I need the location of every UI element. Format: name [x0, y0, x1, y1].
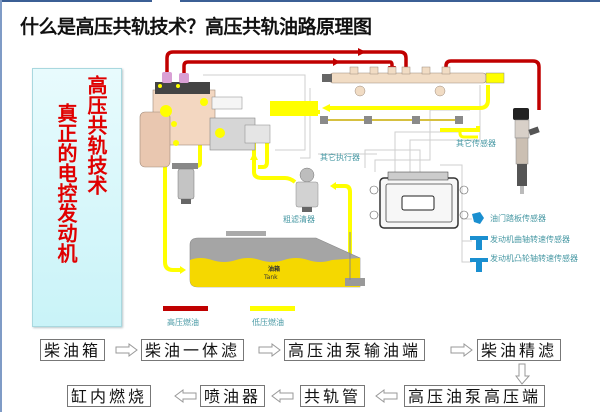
arrow-down-icon: [515, 363, 531, 385]
flow-step: 共轨管: [300, 385, 366, 407]
sensor-harness: [320, 116, 478, 139]
return-manifold: [270, 101, 318, 116]
arrow-right-icon: [115, 343, 138, 357]
lp-arrow-2: [322, 104, 330, 112]
legend-swatch-low: [250, 306, 295, 311]
sensors: [470, 212, 488, 272]
arrow-left-icon: [271, 389, 294, 403]
common-rail: [322, 66, 505, 97]
crank-sensor-icon: [470, 236, 488, 240]
frame-border-left: [0, 0, 2, 412]
hp-arrow-2: [358, 48, 366, 56]
flow-step: 高压油泵高压端: [404, 385, 546, 407]
arrow-right-icon: [258, 343, 281, 357]
high-pressure-pump: [139, 72, 271, 168]
legend: 高压燃油 低压燃油: [163, 306, 295, 327]
slide-title: 什么是高压共轨技术？高压共轨油路原理图: [20, 16, 372, 38]
flow-step: 柴油箱: [40, 339, 106, 361]
flow-step: 柴油一体滤: [141, 339, 245, 361]
flow-step: 柴油精滤: [477, 339, 562, 361]
legend-label-high: 高压燃油: [167, 317, 199, 327]
arrow-right-icon: [450, 343, 473, 357]
cam-sensor-label: 发动机凸轮轴转速传感器: [490, 253, 578, 263]
injector: [513, 108, 540, 194]
callout-line-1: 高压共轨技术: [84, 75, 108, 195]
arrow-left-icon: [375, 389, 398, 403]
crank-sensor-label: 发动机曲轴转速传感器: [490, 234, 570, 244]
hp-arrow-1: [333, 58, 340, 66]
frame-border-top-right: [180, 0, 600, 2]
coarse-filter-label: 粗滤清器: [283, 214, 315, 224]
lp-arrow-5: [180, 266, 186, 274]
legend-label-low: 低压燃油: [252, 317, 284, 327]
fine-filter: [172, 163, 198, 204]
coarse-filter: [295, 167, 319, 212]
legend-swatch-high: [163, 306, 208, 311]
throttle-sensor-label: 油门踏板传感器: [490, 213, 546, 223]
high-pressure-lines: [165, 50, 541, 110]
fuel-tank: [189, 231, 365, 288]
arrow-left-icon: [174, 389, 197, 403]
frame-border-top-left: [0, 0, 152, 2]
flow-step: 喷油器: [200, 385, 266, 407]
tank-label-cn: 油箱: [268, 265, 280, 273]
other-actuators-label: 其它执行器: [320, 152, 360, 162]
callout-line-2: 真正的电控发动机: [54, 103, 78, 263]
cam-sensor-icon: [470, 258, 488, 262]
flow-step: 高压油泵输油端: [284, 339, 426, 361]
lp-arrow-4: [250, 152, 258, 160]
flow-step: 缸内燃烧: [67, 385, 152, 407]
side-callout-box: 高压共轨技术 真正的电控发动机: [32, 68, 122, 327]
tank-label-en: Tank: [263, 274, 278, 281]
lp-arrow-3: [330, 182, 336, 190]
throttle-sensor-icon: [472, 212, 484, 224]
other-sensors-label: 其它传感器: [456, 138, 496, 148]
ecu: [369, 171, 469, 229]
